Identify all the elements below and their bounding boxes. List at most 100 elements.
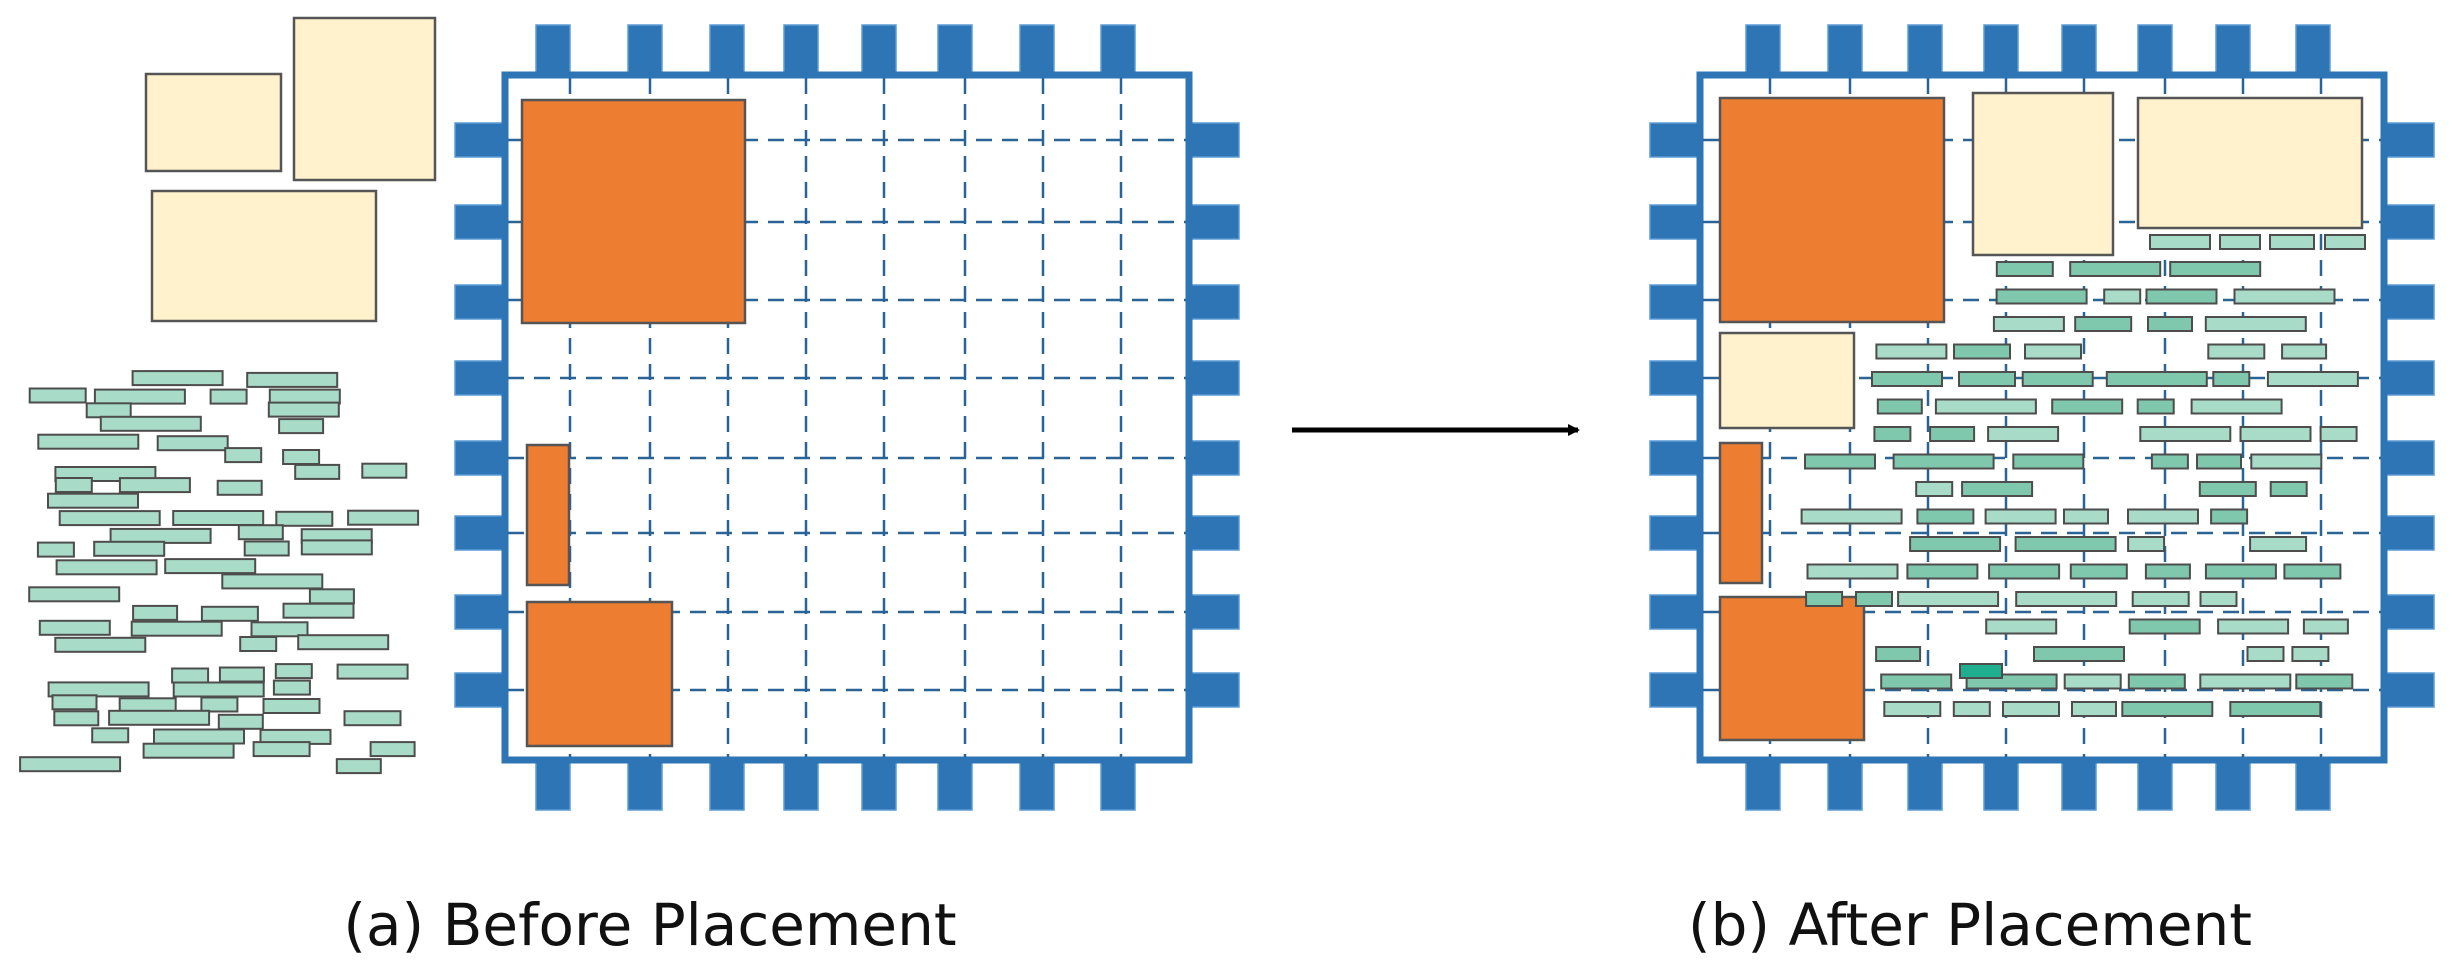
pin-bottom-4 xyxy=(1983,755,2019,811)
standard-cell-36 xyxy=(28,586,121,603)
pin-left-8 xyxy=(1649,672,1705,708)
pin-bottom-5 xyxy=(861,755,897,811)
placed-standard-cell-1 xyxy=(1995,261,2054,277)
placed-standard-cell-15 xyxy=(2207,343,2266,360)
large-macro-1 xyxy=(520,98,747,325)
standard-cell-50 xyxy=(336,663,409,680)
placed-standard-cell-35 xyxy=(1892,453,1995,470)
standard-cell-30 xyxy=(93,540,166,557)
placed-standard-cell-13 xyxy=(1953,343,2011,360)
pin-left-4 xyxy=(454,360,510,396)
standard-cell-25 xyxy=(347,509,420,526)
pin-right-7 xyxy=(2379,594,2435,630)
before-unplaced-standard-cells xyxy=(19,370,420,775)
placed-soft-macro-3 xyxy=(1718,331,1856,430)
placed-standard-cell-8 xyxy=(1992,316,2065,332)
pin-right-4 xyxy=(1184,360,1240,396)
pin-left-3 xyxy=(454,284,510,320)
standard-cell-61 xyxy=(343,710,402,727)
pin-left-5 xyxy=(454,440,510,476)
pin-right-2 xyxy=(1184,204,1240,240)
standard-cell-32 xyxy=(300,539,373,556)
standard-cell-52 xyxy=(172,681,265,698)
pin-bottom-3 xyxy=(1907,755,1943,811)
standard-cell-58 xyxy=(53,710,100,727)
pin-bottom-7 xyxy=(1019,755,1055,811)
standard-cell-56 xyxy=(200,696,239,713)
placed-standard-cell-82 xyxy=(1952,701,1991,717)
standard-cell-2 xyxy=(246,371,339,388)
placed-standard-cell-20 xyxy=(2105,371,2208,387)
placed-standard-cell-17 xyxy=(1871,371,1943,387)
standard-cell-53 xyxy=(272,679,311,696)
standard-cell-40 xyxy=(282,602,355,619)
standard-cell-5 xyxy=(209,388,248,405)
placed-standard-cell-83 xyxy=(2002,701,2060,717)
placed-standard-cell-65 xyxy=(2131,591,2190,607)
standard-cell-41 xyxy=(38,619,111,636)
before-large-macros xyxy=(520,98,747,748)
placed-standard-cell-36 xyxy=(2012,453,2085,470)
standard-cell-19 xyxy=(118,477,191,494)
placed-standard-cell-77 xyxy=(2063,673,2122,690)
standard-cell-13 xyxy=(224,447,263,464)
placed-standard-cell-5 xyxy=(2103,288,2142,305)
pin-top-8 xyxy=(1100,24,1136,80)
caption-before: (a) Before Placement xyxy=(343,891,956,959)
pin-top-8 xyxy=(2295,24,2331,80)
pin-left-2 xyxy=(1649,204,1705,240)
large-macro-3 xyxy=(525,600,674,748)
placed-standard-cell-54 xyxy=(1806,563,1899,580)
placed-standard-cell-44 xyxy=(1800,508,1903,525)
standard-cell-63 xyxy=(153,728,245,745)
placed-standard-cell-12 xyxy=(1875,343,1948,360)
pin-top-4 xyxy=(1983,24,2019,80)
before-io-pins xyxy=(454,24,1240,811)
placed-standard-cell-42 xyxy=(2198,481,2257,497)
standard-cell-12 xyxy=(156,435,229,452)
placed-standard-cell-64 xyxy=(2015,591,2118,607)
placed-standard-cell-22 xyxy=(2266,371,2359,387)
standard-cell-16 xyxy=(294,463,341,480)
pin-right-6 xyxy=(1184,515,1240,551)
standard-cell-60 xyxy=(217,713,264,730)
pin-left-8 xyxy=(454,672,510,708)
placed-standard-cell-60 xyxy=(2283,563,2342,580)
placed-large-macro-3 xyxy=(1718,595,1866,742)
pin-right-1 xyxy=(1184,122,1240,158)
standard-cell-43 xyxy=(250,621,309,638)
standard-cell-7 xyxy=(85,402,132,419)
pin-bottom-6 xyxy=(937,755,973,811)
placed-standard-cell-24 xyxy=(1934,398,2037,415)
placed-standard-cell-49 xyxy=(2210,508,2249,525)
standard-cell-42 xyxy=(130,620,223,637)
standard-cell-54 xyxy=(51,694,98,711)
standard-cell-44 xyxy=(54,636,147,653)
placed-standard-cell-46 xyxy=(1984,508,2057,525)
placed-standard-cell-37 xyxy=(2150,453,2189,470)
placed-standard-cell-28 xyxy=(1873,426,1912,442)
pin-right-5 xyxy=(2379,440,2435,476)
placed-standard-cell-63 xyxy=(1897,591,2000,607)
pin-right-5 xyxy=(1184,440,1240,476)
placed-standard-cell-31 xyxy=(2139,426,2232,442)
standard-cell-38 xyxy=(132,604,179,621)
standard-cell-23 xyxy=(172,510,265,526)
standard-cell-51 xyxy=(47,681,150,698)
pin-bottom-1 xyxy=(535,755,571,811)
placed-standard-cell-50 xyxy=(1909,536,2002,552)
standard-cell-11 xyxy=(37,433,140,450)
standard-cell-49 xyxy=(274,663,313,680)
placed-standard-cell-23 xyxy=(1876,398,1923,415)
placed-standard-cell-69 xyxy=(2217,618,2290,635)
standard-cell-45 xyxy=(239,636,278,652)
before-unplaced-soft-macros xyxy=(144,16,437,323)
pin-top-6 xyxy=(2137,24,2173,80)
placed-standard-cell-43 xyxy=(2269,481,2308,497)
standard-cell-62 xyxy=(91,727,130,744)
placed-standard-cell-34 xyxy=(1804,453,1876,470)
standard-cell-39 xyxy=(200,605,259,622)
standard-cell-29 xyxy=(36,541,75,558)
standard-cell-3 xyxy=(28,387,87,404)
placed-standard-cell-56 xyxy=(1988,563,2061,580)
